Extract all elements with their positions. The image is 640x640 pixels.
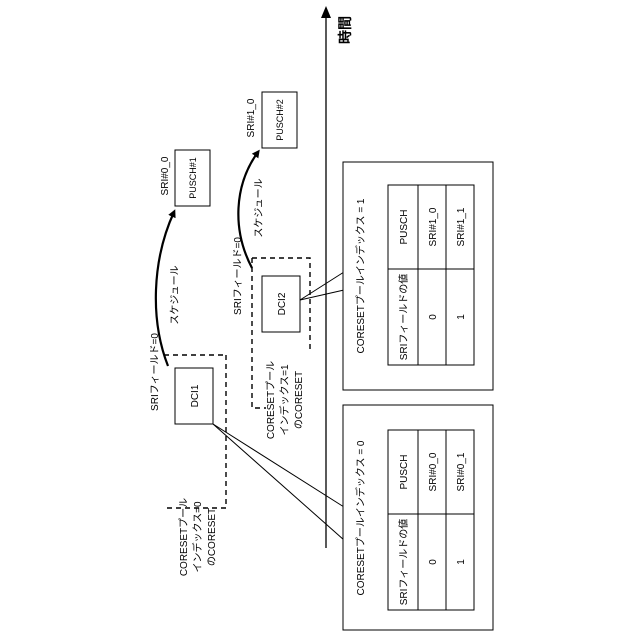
svg-text:のCORESET: のCORESET xyxy=(294,371,305,429)
dci1-box: DCI1 xyxy=(175,368,213,424)
schedule-label-2: スケジュール xyxy=(253,178,265,237)
table-pool1-cell: SRI#1_1 xyxy=(456,207,467,246)
pusch1-box: PUSCH#1 xyxy=(175,150,210,206)
pusch2-box: PUSCH#2 xyxy=(262,92,297,148)
time-axis-arrow-icon xyxy=(321,6,331,18)
table-pool1: CORESETプールインデックス = 1 SRIフィールドの値 PUSCH 0 … xyxy=(343,162,493,390)
pusch1-sri-label: SRI#0_0 xyxy=(160,156,171,195)
table-pool0-header-sri: SRIフィールドの値 xyxy=(397,519,410,605)
dci2-sri-field: SRIフィールド=0 xyxy=(233,237,244,315)
table-pool1-cell: 0 xyxy=(428,314,439,320)
table-pool0-title: CORESETプールインデックス = 0 xyxy=(354,440,367,595)
time-axis-label: 時間 xyxy=(337,16,353,44)
table-pool0-cell: 1 xyxy=(456,559,467,565)
table-pool0-cell: SRI#0_1 xyxy=(456,452,467,491)
svg-text:PUSCH#1: PUSCH#1 xyxy=(188,157,198,199)
table-pool0-header-pusch: PUSCH xyxy=(399,454,410,489)
table-pool1-cell: SRI#1_0 xyxy=(428,207,439,246)
svg-text:CORESETプール: CORESETプール xyxy=(265,361,277,439)
coreset-pool0-label: CORESETプール インデックス=0 のCORESET xyxy=(178,498,218,576)
dci1-sri-field: SRIフィールド=0 xyxy=(150,333,161,411)
connector-dci2-table1-b xyxy=(300,290,344,300)
svg-text:DCI1: DCI1 xyxy=(190,384,201,407)
table-pool0-cell: 0 xyxy=(428,559,439,565)
schedule-label-1: スケジュール xyxy=(169,265,181,324)
svg-text:インデックス=0: インデックス=0 xyxy=(191,501,204,573)
connector-dci1-table0-a xyxy=(213,424,344,507)
table-pool1-cell: 1 xyxy=(456,314,467,320)
table-pool1-header-sri: SRIフィールドの値 xyxy=(397,274,410,360)
svg-text:インデックス=1: インデックス=1 xyxy=(278,364,291,436)
table-pool1-header-pusch: PUSCH xyxy=(399,209,410,244)
svg-text:のCORESET: のCORESET xyxy=(207,508,218,566)
svg-text:PUSCH#2: PUSCH#2 xyxy=(275,99,285,141)
connector-dci1-table0-b xyxy=(213,424,344,540)
svg-text:CORESETプール: CORESETプール xyxy=(178,498,190,576)
svg-text:DCI2: DCI2 xyxy=(277,292,288,315)
table-pool0-cell: SRI#0_0 xyxy=(428,452,439,491)
dci2-box: DCI2 xyxy=(262,276,300,332)
pusch2-sri-label: SRI#1_0 xyxy=(246,98,257,137)
connector-dci2-table1-a xyxy=(300,272,344,300)
table-pool0: CORESETプールインデックス = 0 SRIフィールドの値 PUSCH 0 … xyxy=(343,405,493,630)
table-pool1-title: CORESETプールインデックス = 1 xyxy=(354,198,367,353)
coreset-pool1-label: CORESETプール インデックス=1 のCORESET xyxy=(265,361,305,439)
